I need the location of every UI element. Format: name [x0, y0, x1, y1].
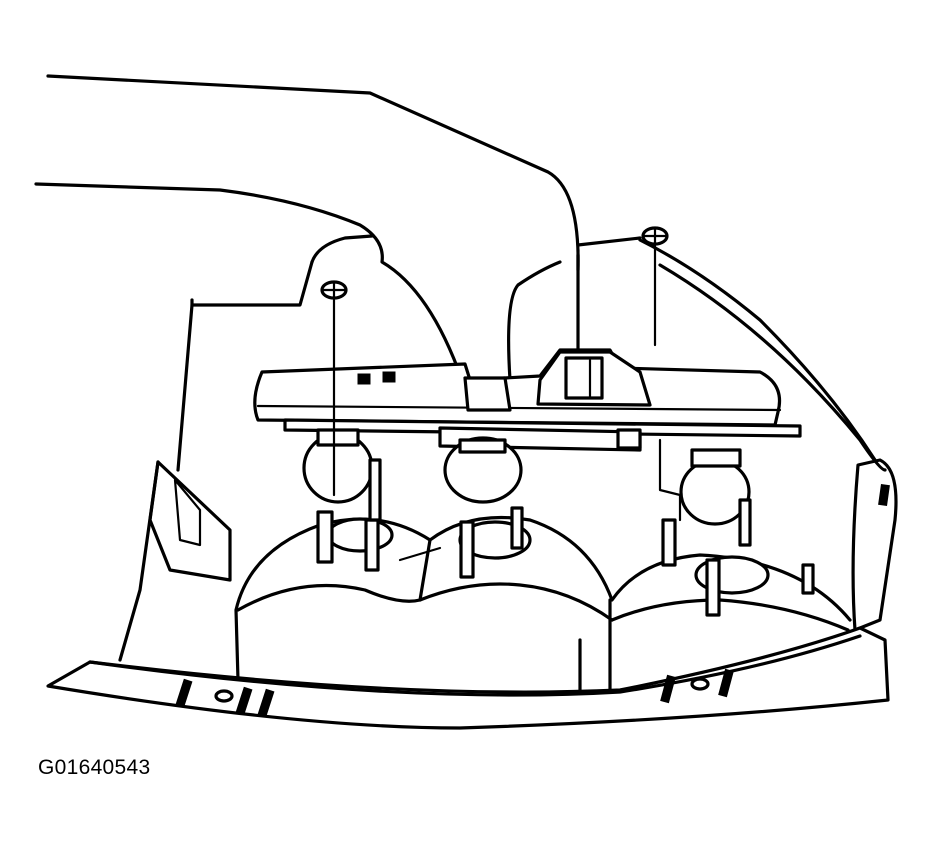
carrier-tab-left [357, 373, 371, 385]
figure-label: G01640543 [38, 756, 151, 779]
mounting-screws [320, 226, 669, 497]
bulb-socket-carrier [253, 348, 782, 427]
right-bracket [851, 458, 898, 632]
carrier-tab-right [382, 371, 396, 383]
screw-right [641, 226, 669, 347]
bottom-trim [46, 626, 890, 730]
lens-reflectors [234, 458, 852, 692]
bulb-center [443, 436, 523, 504]
screw-left [320, 280, 348, 497]
left-bracket [118, 460, 232, 662]
socket-ring-left [326, 517, 394, 553]
bulbs [302, 428, 751, 526]
